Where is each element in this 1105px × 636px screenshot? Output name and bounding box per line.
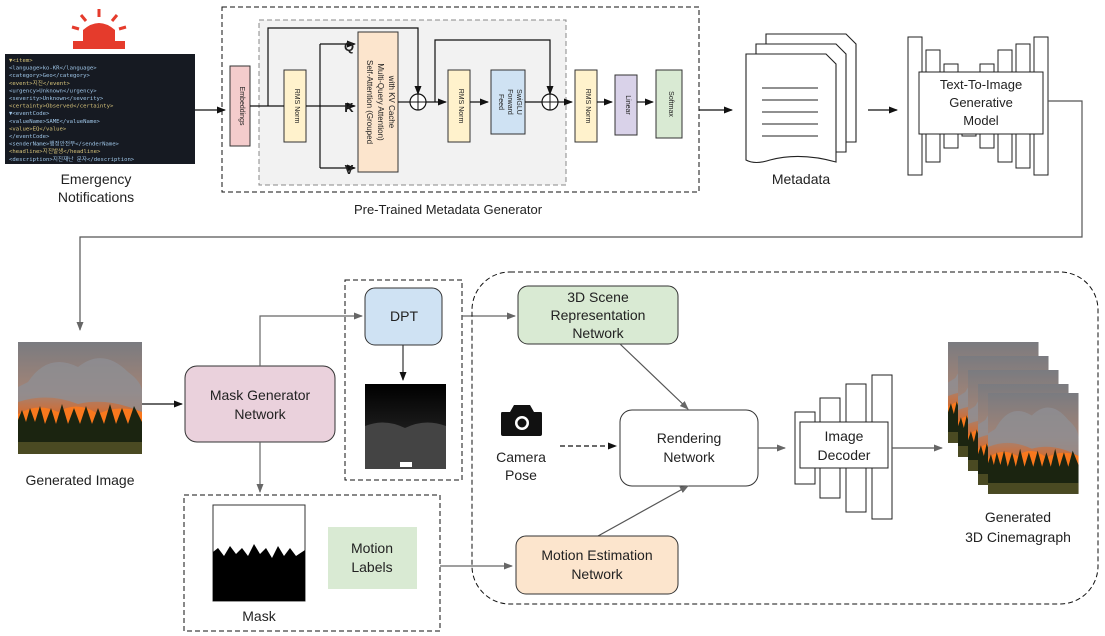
mask-label: Mask	[242, 608, 276, 624]
metadata-label: Metadata	[772, 171, 831, 187]
scene-representation-network-block	[517, 285, 679, 345]
t2i-label-line1: Text-To-Image	[940, 77, 1022, 92]
attention-label-line2: Multi-Query Attention)	[376, 63, 385, 141]
xml-code-line: ▼<item>	[9, 58, 33, 64]
rms-norm-block-3	[574, 69, 598, 143]
camera-pose-line2: Pose	[505, 467, 537, 483]
mask-image	[212, 504, 306, 602]
t2i-label-line3: Model	[963, 113, 999, 128]
attention-label-line1: Self-Attention (Grouped	[365, 60, 374, 144]
rms-norm-block-2	[447, 69, 471, 143]
motion-est-line2: Network	[571, 566, 623, 582]
output-label-line1: Generated	[985, 509, 1051, 525]
self-attention-block	[357, 31, 399, 173]
t2i-label-line2: Generative	[949, 95, 1013, 110]
xml-code-line: <valueName>SAME</valueName>	[9, 119, 101, 125]
xml-code-line: <severity>Unknown</severity>	[9, 96, 104, 102]
input-label-line1: Emergency	[61, 171, 132, 187]
rms-norm-1-label: RMS Norm	[293, 89, 300, 124]
add-node-1	[409, 93, 427, 111]
metadata-document-icon	[745, 33, 857, 164]
motion-estimation-network-block	[515, 535, 679, 595]
mask-dashed-box	[183, 494, 441, 632]
xml-code-line: <certainty>Observed</certainty>	[9, 104, 114, 110]
dpt-dashed-box	[344, 279, 463, 481]
motion-labels-line1: Motion	[351, 540, 393, 556]
xml-code-line: <value>EQ</value>	[9, 126, 67, 132]
mask-gen-label-line2: Network	[234, 406, 286, 422]
generator-caption: Pre-Trained Metadata Generator	[354, 202, 543, 217]
camera-icon	[501, 405, 542, 436]
embeddings-label: Embeddings	[238, 87, 245, 126]
motion-labels-block	[328, 527, 417, 589]
scene-net-line1: 3D Scene	[567, 289, 629, 305]
k-label: K	[344, 100, 354, 115]
emergency-siren-icon	[71, 9, 127, 49]
generator-outer-box	[221, 6, 700, 193]
softmax-block	[655, 69, 683, 139]
linear-block	[614, 74, 638, 136]
mask-generator-network-block	[184, 365, 336, 443]
dpt-label: DPT	[390, 308, 418, 324]
xml-code-line: <headline>지진발생</headline>	[9, 147, 101, 155]
rendering-network-block	[619, 409, 759, 487]
rms-norm-2-label: RMS Norm	[457, 89, 464, 124]
camera-pose-line1: Camera	[496, 449, 546, 465]
xml-code-lines: ▼<item> <language>ko-KR</language> <cate…	[9, 58, 135, 163]
decoder-line2: Decoder	[818, 447, 871, 463]
ffn-label-line1: Feed	[497, 94, 504, 110]
xml-code-line: <description>지진재난 문자</description>	[9, 155, 135, 163]
text-to-image-model-block	[907, 36, 1049, 176]
rms-norm-3-label: RMS Norm	[584, 89, 591, 124]
generated-image-thumbnail	[18, 342, 142, 454]
scene-net-line3: Network	[572, 325, 624, 341]
ffn-label-line3: SwiGLU	[515, 89, 522, 115]
attention-label-line3: with KV Cache	[387, 75, 396, 129]
arrow-motion-to-rendering	[597, 485, 689, 537]
xml-code-line: <urgency>Unknown</urgency>	[9, 88, 97, 94]
motion-est-line1: Motion Estimation	[541, 547, 652, 563]
xml-code-line: </eventCode>	[9, 134, 50, 140]
xml-code-line: <event>지진</event>	[9, 79, 70, 87]
decoder-line1: Image	[825, 428, 864, 444]
v-label: V	[345, 162, 354, 177]
rendering-line2: Network	[663, 449, 715, 465]
rendering-line1: Rendering	[657, 430, 722, 446]
depth-map-image	[365, 384, 446, 469]
linear-label: Linear	[624, 95, 631, 115]
ffn-label-line2: Forward	[506, 89, 513, 115]
output-label-line2: 3D Cinemagraph	[965, 529, 1071, 545]
xml-code-line: <senderName>행정안전부</senderName>	[9, 140, 120, 148]
xml-code-line: <language>ko-KR</language>	[9, 66, 97, 72]
add-node-2	[541, 93, 559, 111]
residual-connection-1	[267, 27, 422, 106]
scene-net-line2: Representation	[551, 307, 646, 323]
motion-labels-line2: Labels	[351, 559, 392, 575]
input-label-line2: Notifications	[58, 189, 134, 205]
image-decoder-block	[794, 374, 893, 520]
generated-cinemagraph-stack	[948, 342, 1079, 494]
xml-code-line: <category>Geo</category>	[9, 73, 90, 79]
softmax-label: Softmax	[667, 91, 674, 117]
arrow-t2i-to-generated-image	[76, 100, 1083, 331]
xml-notification-panel	[5, 54, 195, 164]
arrow-mask-gen-to-dpt	[259, 312, 363, 366]
cinemagraph-pipeline-container	[471, 271, 1099, 605]
mask-gen-label-line1: Mask Generator	[210, 387, 311, 403]
q-label: Q	[344, 39, 354, 54]
xml-code-line: ▼<eventCode>	[9, 111, 50, 117]
residual-connection-2	[434, 39, 554, 102]
generated-image-label: Generated Image	[26, 472, 135, 488]
arrow-scene-to-rendering	[619, 343, 689, 410]
